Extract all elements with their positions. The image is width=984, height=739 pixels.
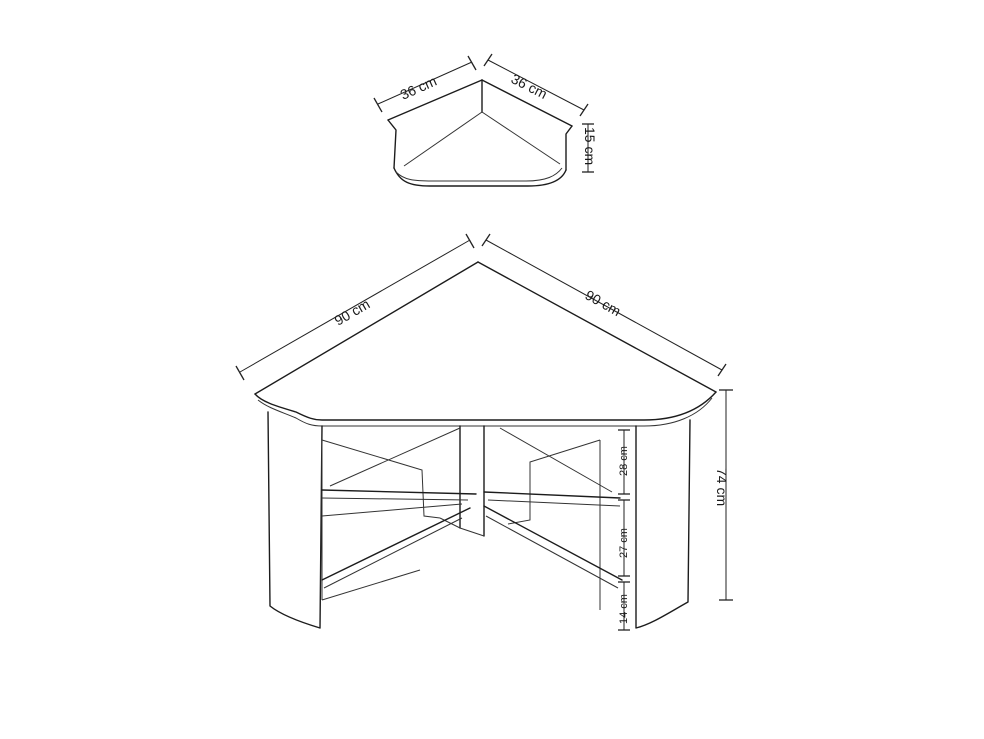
shelf-left-side — [387, 119, 397, 169]
desk-front-edge-underside — [257, 397, 713, 427]
desk-right-panel — [635, 419, 691, 629]
shelf-front-edge — [393, 167, 567, 187]
desk-back-corner-bottom — [439, 517, 485, 537]
desk-lower-shelf-left — [321, 507, 471, 581]
shelf-dim-left-line — [377, 61, 473, 105]
desk-width-left-label: 90 cm — [332, 296, 373, 329]
shelf-dim-left-tick-a — [373, 97, 383, 113]
desk-dim-right-tick-b — [717, 363, 727, 377]
desk-lower-shelf-right — [483, 505, 623, 581]
desk-upper-shelf-right — [483, 491, 621, 499]
desk-upper-shelf-left-diag — [329, 427, 461, 487]
shelf-front-edge-inner — [395, 167, 563, 182]
desk-upper-shelf-left — [321, 489, 477, 495]
desk-lower-shelf-right-b — [485, 515, 619, 589]
desk-inner-back-right — [507, 439, 601, 525]
desk-shelf-gap-bottom-label: 14 cm — [618, 594, 630, 624]
shelf-top-left-edge — [387, 79, 483, 121]
shelf-height-label: 15 cm — [582, 127, 598, 165]
shelf-dim-right-tick-b — [579, 103, 589, 117]
desk-front-edge — [254, 391, 717, 421]
shelf-dim-right-tick-a — [483, 53, 493, 67]
desk-inner-back-left — [321, 439, 441, 519]
shelf-dim-left-tick-b — [467, 55, 477, 71]
desk-dim-left-tick-b — [465, 233, 475, 249]
shelf-width-left-label: 36 cm — [398, 73, 439, 103]
desk-total-height-label: 74 cm — [714, 468, 730, 506]
desk-dim-right-tick-a — [481, 233, 491, 247]
shelf-right-side — [565, 125, 573, 171]
desk-top-left-edge — [254, 261, 479, 395]
shelf-inner-left — [403, 111, 483, 167]
desk-upper-shelf-right-b — [487, 499, 621, 507]
corner-wall-shelf: 36 cm 36 cm 15 cm — [373, 53, 598, 187]
desk-dim-left-tick-a — [235, 365, 245, 381]
desk-lower-shelf-left-b — [323, 517, 463, 589]
desk-upper-shelf-left-b — [321, 497, 469, 501]
desk-dim-left-line — [239, 239, 471, 373]
corner-desk: 90 cm 90 cm 74 cm 28 cm 27 cm 14 cm — [235, 233, 733, 631]
desk-lower-shelf-left-c — [321, 503, 463, 517]
desk-width-right-label: 90 cm — [583, 287, 624, 319]
desk-shelf-gap-mid-label: 27 cm — [618, 528, 630, 558]
shelf-top-right-edge — [481, 79, 573, 127]
shelf-dim-right-line — [487, 59, 585, 111]
desk-dim-right-line — [485, 239, 723, 371]
desk-bottom-left — [321, 569, 421, 601]
shelf-inner-right — [481, 111, 561, 165]
desk-upper-shelf-right-diag — [499, 427, 613, 493]
desk-top-right-edge — [477, 261, 717, 393]
desk-shelf-gap-top-label: 28 cm — [618, 446, 630, 476]
desk-left-panel — [267, 411, 323, 629]
